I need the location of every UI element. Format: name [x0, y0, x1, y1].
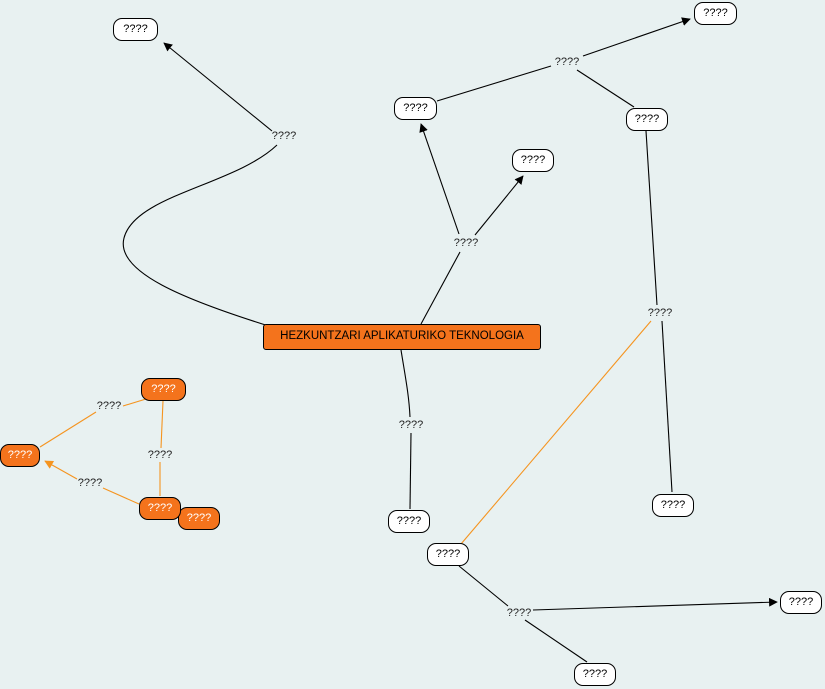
concept-node-node2[interactable]: ???? — [694, 2, 737, 25]
link-label-label6[interactable]: ???? — [506, 607, 532, 619]
edge-label6-to-node9[interactable] — [532, 597, 778, 611]
link-label-label9[interactable]: ???? — [77, 477, 103, 489]
concept-node-orange1[interactable]: ???? — [141, 378, 186, 401]
concept-node-node6[interactable]: ???? — [388, 510, 430, 533]
edge-label5-to-node6[interactable] — [409, 432, 412, 510]
link-label-label3[interactable]: ???? — [453, 237, 479, 249]
link-label-label1[interactable]: ???? — [271, 130, 297, 142]
edge-label9-to-orange2[interactable] — [44, 460, 78, 480]
concept-node-node1[interactable]: ???? — [113, 18, 158, 41]
edge-node3-to-label2[interactable] — [436, 65, 552, 102]
edge-node4-to-label4[interactable] — [645, 130, 658, 306]
edge-label3-to-node3[interactable] — [419, 123, 460, 235]
edge-label4-to-node7[interactable] — [460, 320, 652, 545]
edge-orange1-to-label7[interactable] — [122, 398, 147, 407]
edge-orange3-to-label9[interactable] — [102, 487, 140, 505]
concept-node-node8[interactable]: ???? — [652, 494, 694, 517]
edge-label2-to-node4[interactable] — [576, 69, 635, 108]
concept-node-orange2[interactable]: ???? — [0, 444, 40, 467]
link-label-label2[interactable]: ???? — [554, 56, 580, 68]
concept-node-central[interactable]: HEZKUNTZARI APLIKATURIKO TEKNOLOGIA — [263, 324, 541, 350]
concept-node-node10[interactable]: ???? — [574, 663, 616, 686]
link-label-label8[interactable]: ???? — [147, 449, 173, 461]
concept-node-node5[interactable]: ???? — [512, 149, 554, 172]
edge-label6-to-node10[interactable] — [524, 619, 588, 663]
edge-label4-to-node8[interactable] — [661, 320, 673, 493]
edge-label1-to-central[interactable] — [122, 144, 278, 328]
edge-orange1-to-label8[interactable] — [160, 400, 164, 449]
concept-node-node3[interactable]: ???? — [394, 97, 437, 120]
concept-node-orange3[interactable]: ???? — [139, 497, 181, 520]
edge-label7-to-orange2[interactable] — [39, 411, 97, 448]
link-label-label5[interactable]: ???? — [398, 419, 424, 431]
link-label-label7[interactable]: ???? — [96, 400, 122, 412]
edge-label1-to-node1[interactable] — [163, 42, 273, 132]
concept-node-node4[interactable]: ???? — [626, 108, 668, 131]
concept-node-node7[interactable]: ???? — [427, 543, 469, 566]
edge-central-to-label3[interactable] — [420, 251, 461, 325]
link-label-label4[interactable]: ???? — [647, 307, 673, 319]
edge-label3-to-node5[interactable] — [474, 175, 524, 236]
concept-node-orange4[interactable]: ???? — [178, 507, 220, 530]
edge-central-to-label5[interactable] — [400, 349, 411, 418]
edge-label2-to-node2[interactable] — [582, 17, 691, 57]
concept-node-node9[interactable]: ???? — [780, 591, 822, 614]
edge-node7-to-label6[interactable] — [458, 565, 509, 607]
